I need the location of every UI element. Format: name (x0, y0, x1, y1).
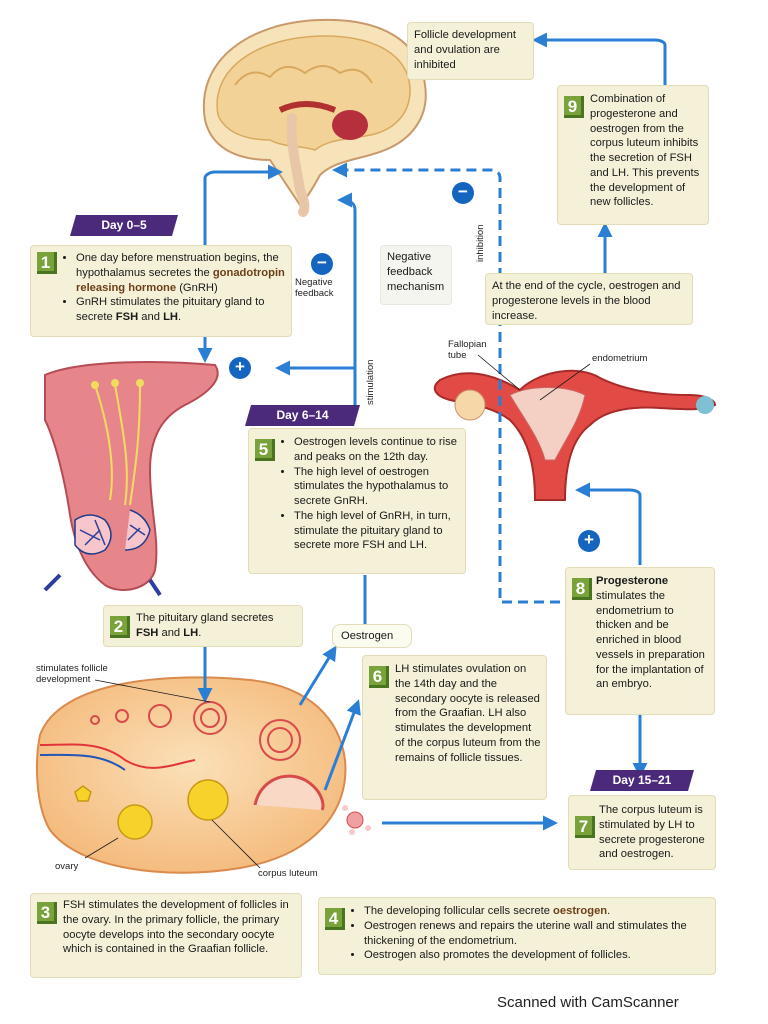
stimulation-label: stimulation (365, 359, 376, 405)
pointer-lines (84, 354, 591, 869)
step-7-box: 7 The corpus luteum is stimulated by LH … (568, 795, 716, 870)
step-9-box: 9 Combination of progesterone and oestro… (557, 85, 709, 225)
step-5-bullet-3: The high level of GnRH, in turn, stimula… (294, 509, 474, 553)
step-2-number: 2 (110, 616, 130, 638)
ovary-illustration (36, 676, 371, 874)
step-5-box: 5 Oestrogen levels continue to rise and … (248, 428, 466, 574)
step-1-bullet-2: GnRH stimulates the pituitary gland to s… (76, 295, 302, 325)
step-8-number: 8 (572, 578, 592, 600)
oestrogen-box: Oestrogen (332, 624, 412, 648)
step-3-box: 3 FSH stimulates the development of foll… (30, 893, 302, 978)
step-9-number: 9 (564, 96, 584, 118)
negative-feedback-mechanism: Negative feedback mechanism (380, 245, 452, 305)
uterus-illustration (433, 369, 717, 501)
endometrium-label: endometrium (592, 353, 648, 364)
inhibited-note: Follicle development and ovulation are i… (407, 22, 534, 80)
step-4-box: 4 The developing follicular cells secret… (318, 897, 716, 975)
step-3-text: FSH stimulates the development of follic… (63, 899, 289, 956)
fallopian-tube-label: Fallopian tube (448, 339, 487, 361)
step-5-bullet-2: The high level of oestrogen stimulates t… (294, 465, 474, 509)
step-1-number: 1 (37, 252, 57, 274)
ovary-label: ovary (55, 861, 79, 872)
plus-symbol-uterus: + (578, 530, 600, 552)
stimulates-follicle-label: stimulates follicle development (36, 663, 108, 685)
step-5-bullet-1: Oestrogen levels continue to rise and pe… (294, 435, 474, 465)
step-6-box: 6 LH stimulates ovulation on the 14th da… (362, 655, 547, 800)
arrows (197, 32, 667, 831)
step-9-text: Combination of progesterone and oestroge… (590, 93, 700, 209)
inhibition-label: inhibition (475, 224, 486, 263)
step-7-number: 7 (575, 816, 595, 838)
minus-symbol-hypothalamus: − (311, 253, 333, 275)
step-4-bullet-3: Oestrogen also promotes the development … (364, 948, 726, 963)
cycle-end-note: At the end of the cycle, oestrogen and p… (485, 273, 693, 325)
step-1-bullet-1: One day before menstruation begins, the … (76, 251, 302, 295)
corpus-luteum-label: corpus luteum (258, 868, 318, 879)
step-5-number: 5 (255, 439, 275, 461)
minus-symbol-inhibition: − (452, 182, 474, 204)
step-6-text: LH stimulates ovulation on the 14th day … (395, 663, 541, 764)
step-6-number: 6 (369, 666, 389, 688)
step-4-number: 4 (325, 908, 345, 930)
step-2-box: 2 The pituitary gland secretes FSH and L… (103, 605, 303, 647)
step-4-bullet-1: The developing follicular cells secrete … (364, 904, 726, 919)
step-1-box: 1 One day before menstruation begins, th… (30, 245, 292, 337)
day-tag-6-14: Day 6–14 (245, 405, 360, 426)
step-3-number: 3 (37, 902, 57, 924)
plus-symbol-pituitary: + (229, 357, 251, 379)
brain-illustration (202, 18, 427, 217)
step-4-bullet-2: Oestrogen renews and repairs the uterine… (364, 919, 726, 949)
step-2-text: The pituitary gland secretes FSH and LH. (136, 612, 274, 639)
pituitary-illustration (43, 361, 219, 597)
scanner-footer: Scanned with CamScanner (497, 994, 679, 1011)
day-tag-0-5: Day 0–5 (70, 215, 178, 236)
day-tag-15-21: Day 15–21 (590, 770, 694, 791)
negative-feedback-label: Negative feedback (295, 277, 334, 299)
step-7-text: The corpus luteum is stimulated by LH to… (599, 804, 705, 861)
